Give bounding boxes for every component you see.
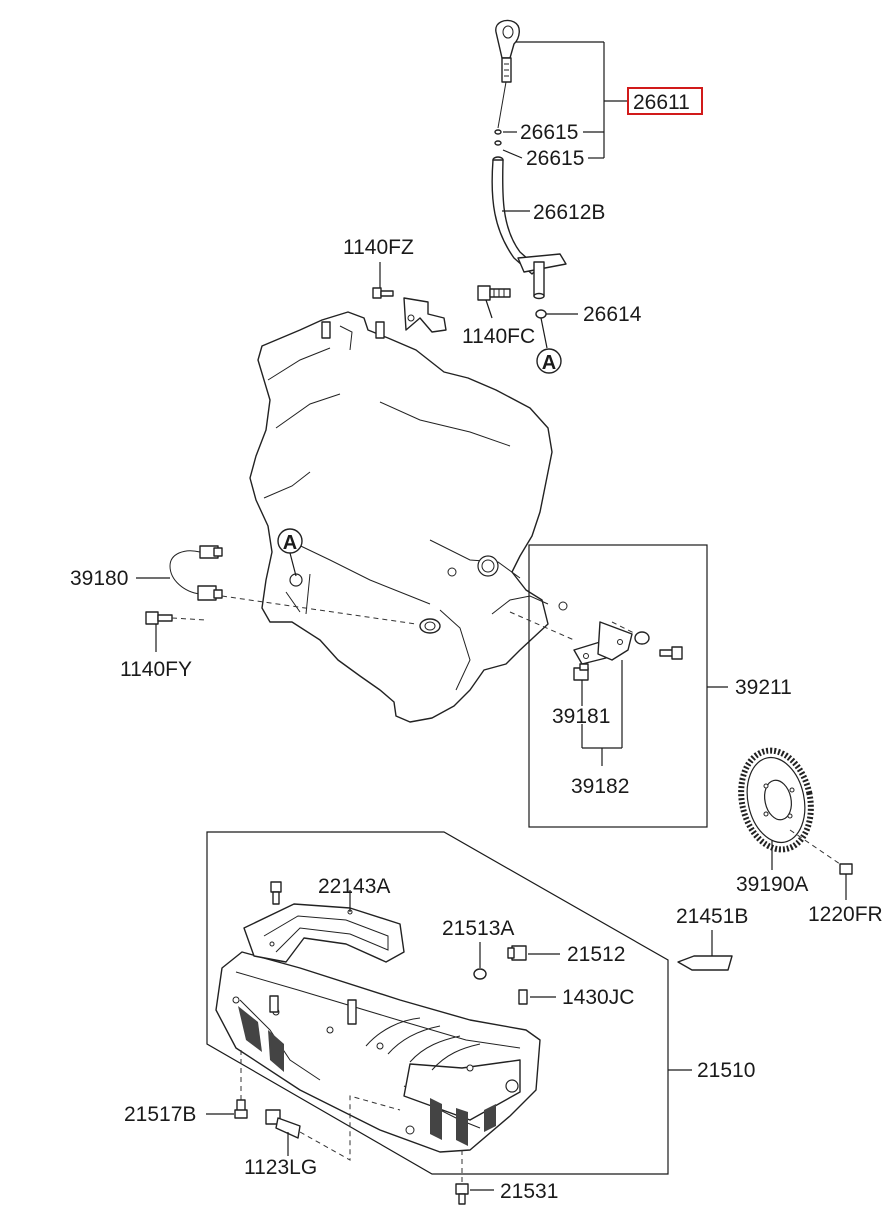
o-ring-26614[interactable] (535, 309, 547, 319)
bolt-1220FR[interactable] (839, 863, 853, 875)
label-1140FC[interactable]: 1140FC (462, 325, 535, 348)
group-box-21510 (206, 831, 669, 1175)
bolt-1140FZ[interactable] (372, 287, 394, 299)
oil-pan-gasket-22143A[interactable] (243, 903, 405, 963)
label-26615-upper[interactable]: 26615 (520, 121, 578, 144)
label-21512[interactable]: 21512 (567, 943, 625, 966)
label-26615-lower[interactable]: 26615 (526, 147, 584, 170)
engine-bracket[interactable] (403, 297, 447, 333)
label-39181[interactable]: 39181 (552, 705, 610, 728)
highlight-box (627, 87, 703, 115)
target-wheel-39190A[interactable] (732, 744, 819, 856)
reference-marker-a-top: A (536, 317, 562, 374)
svg-text:A: A (542, 352, 556, 374)
engine-block (249, 311, 568, 723)
label-22143A[interactable]: 22143A (318, 875, 390, 898)
dipstick-handle[interactable] (495, 19, 520, 129)
label-21513A[interactable]: 21513A (442, 917, 514, 940)
label-1123LG[interactable]: 1123LG (244, 1156, 317, 1179)
label-39190A[interactable]: 39190A (736, 873, 808, 896)
label-39211[interactable]: 39211 (735, 676, 792, 699)
sensor-bracket-39182[interactable] (573, 621, 633, 665)
bolt-1123LG[interactable] (265, 1109, 301, 1139)
label-39182[interactable]: 39182 (571, 775, 629, 798)
sensor-mount-boss (419, 618, 441, 634)
drain-plug-gasket-21513A[interactable] (473, 968, 487, 980)
label-26614[interactable]: 26614 (583, 303, 642, 326)
label-21531[interactable]: 21531 (500, 1180, 558, 1203)
label-26611[interactable]: 26611 (633, 91, 690, 114)
dowel-pin-1430JC[interactable] (518, 989, 528, 1005)
label-1220FR[interactable]: 1220FR (808, 903, 883, 926)
label-39180[interactable]: 39180 (70, 567, 128, 590)
label-26612B[interactable]: 26612B (533, 201, 605, 224)
drain-plug-21512[interactable] (507, 945, 527, 961)
o-ring-lower[interactable] (494, 140, 502, 146)
sealant-tube-21451B[interactable] (677, 955, 733, 971)
label-1140FZ[interactable]: 1140FZ (343, 236, 414, 259)
bolt-1140FY[interactable] (145, 611, 173, 625)
reference-marker-a-engine: A (277, 528, 303, 577)
label-21517B[interactable]: 21517B (124, 1103, 196, 1126)
label-21451B[interactable]: 21451B (676, 905, 748, 928)
bolt-21531[interactable] (455, 1183, 469, 1205)
bolt-21517B[interactable] (234, 1099, 248, 1119)
sensor-39181[interactable] (573, 663, 589, 681)
group-box-39211 (528, 544, 708, 828)
label-1430JC[interactable]: 1430JC (562, 986, 634, 1009)
label-1140FY[interactable]: 1140FY (120, 658, 192, 681)
dipstick-guide-tube[interactable] (491, 156, 567, 300)
knock-sensor-39180[interactable] (169, 545, 223, 601)
o-ring-upper[interactable] (494, 129, 502, 135)
label-21510[interactable]: 21510 (697, 1059, 755, 1082)
bolt-gasket-top[interactable] (270, 881, 282, 905)
sensor-washer[interactable] (634, 631, 650, 645)
tube-bolt-1140FC[interactable] (477, 285, 511, 301)
sensor-bolt[interactable] (659, 646, 683, 660)
svg-text:A: A (283, 532, 297, 554)
oil-pan-21510[interactable] (215, 951, 541, 1153)
